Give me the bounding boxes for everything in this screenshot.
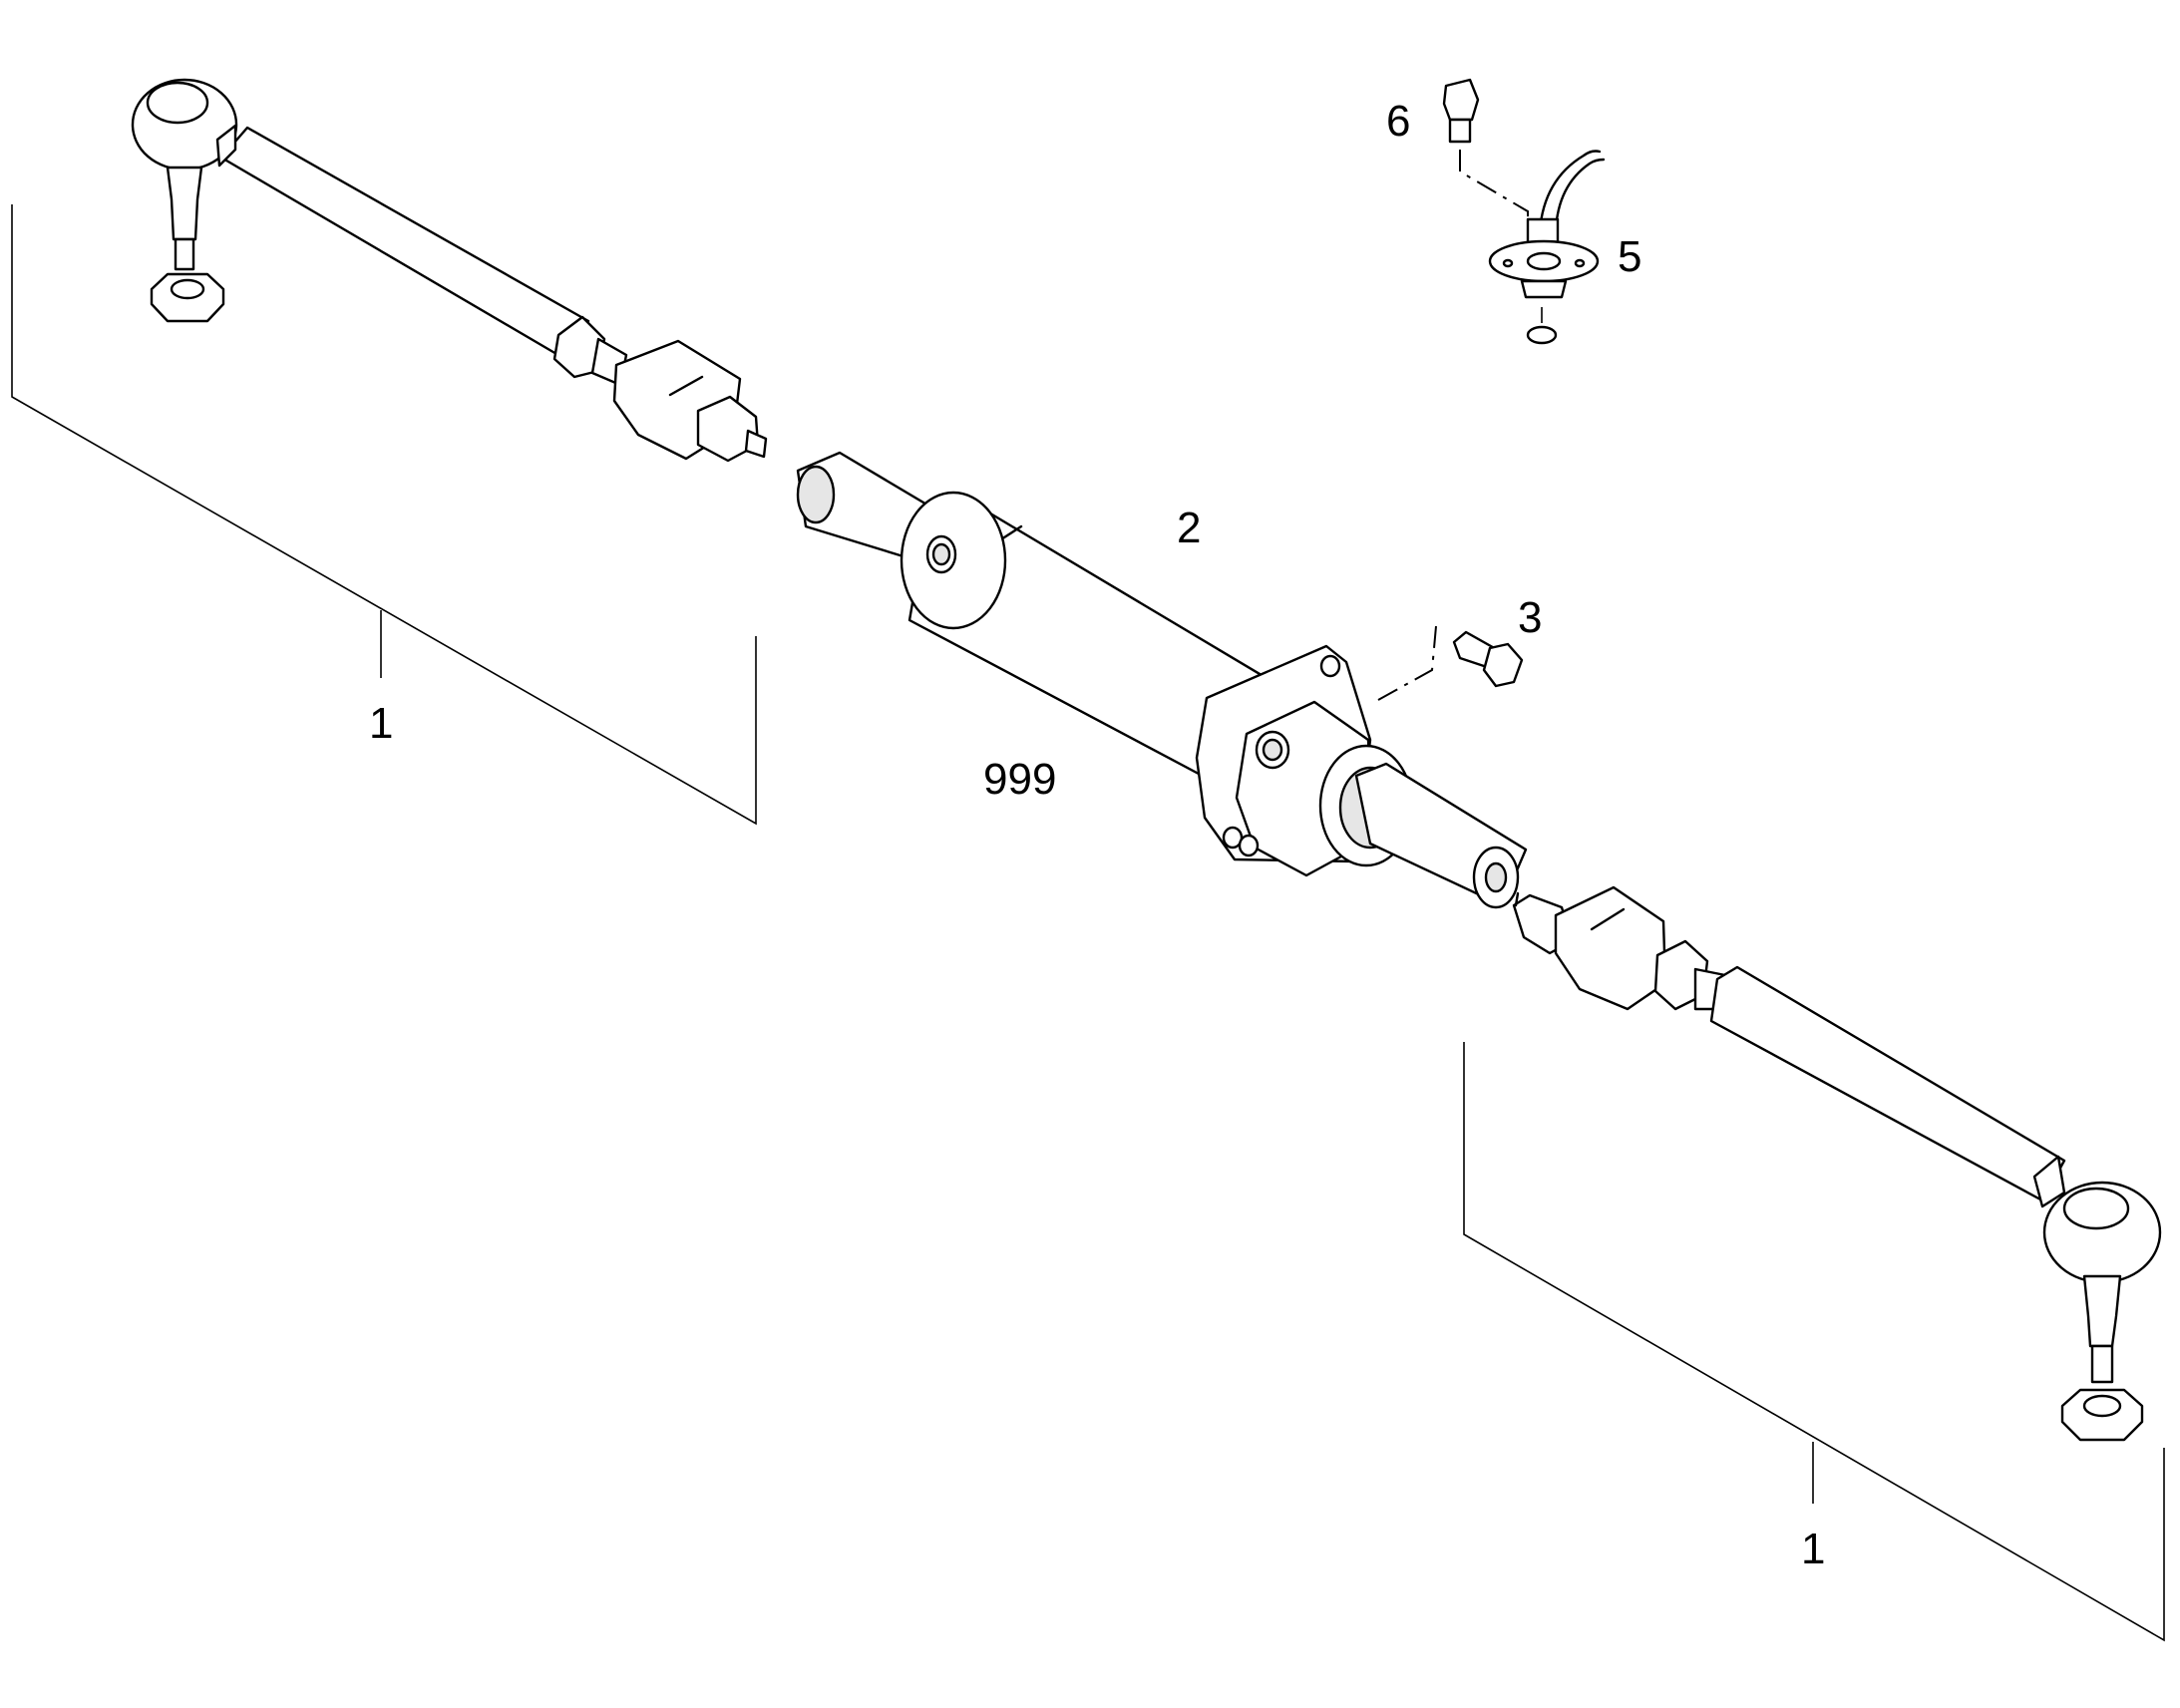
callout-screw: 6 [1386, 97, 1410, 146]
callout-sensor: 5 [1618, 232, 1641, 281]
bracket-left [11, 204, 757, 826]
callout-cylinder: 2 [1177, 504, 1201, 552]
bolt-part [1377, 625, 1524, 701]
callout-tie-rod-left: 1 [369, 699, 393, 748]
callout-tie-rod-right: 1 [1801, 1525, 1825, 1573]
sensor-part [1442, 78, 1606, 345]
callout-bolt: 3 [1518, 593, 1542, 642]
tie-rod-end-left [131, 78, 768, 463]
steering-cylinder [796, 451, 1528, 909]
callout-assembly: 999 [983, 755, 1056, 804]
tie-rod-end-right [1512, 885, 2162, 1442]
bracket-right [1463, 1042, 2165, 1642]
